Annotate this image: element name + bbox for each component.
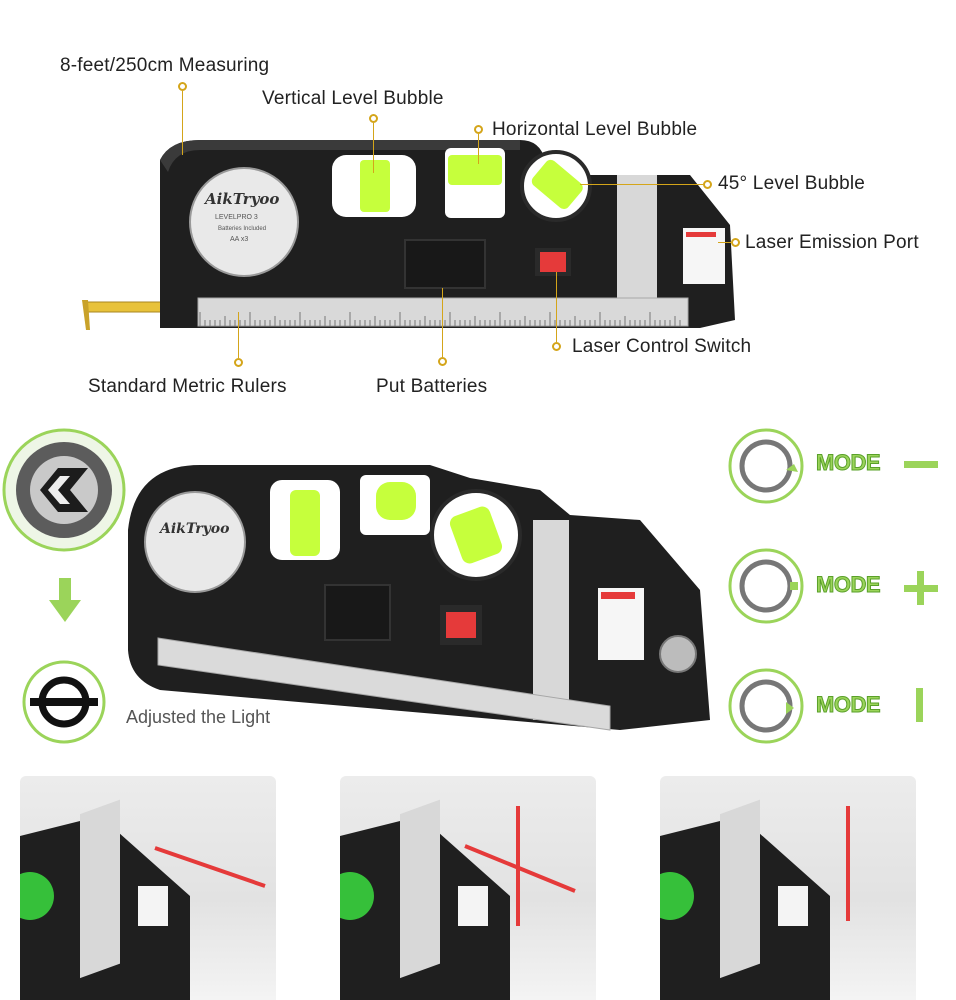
pin-horizontal-bubble	[474, 125, 483, 134]
adjust-ring-icon	[22, 660, 106, 744]
photo-cross-laser	[340, 776, 596, 1000]
pin-laser-switch	[552, 342, 561, 351]
mode-item-vertical: MODE	[728, 668, 956, 748]
device-label-1: LEVELPRO 3	[215, 214, 258, 221]
mode-item-minus: MODE	[728, 428, 956, 508]
mode-ring-icon	[728, 668, 804, 744]
mode-ring-icon	[728, 548, 804, 624]
mode-label: MODE	[816, 572, 882, 598]
knob-zoom-icon	[2, 428, 126, 552]
mode-label: MODE	[816, 692, 882, 718]
mode-ring-icon	[728, 428, 804, 504]
mode-vertical-icon	[916, 688, 923, 722]
callout-horizontal-bubble: Horizontal Level Bubble	[492, 119, 698, 140]
pin-45-bubble	[703, 180, 712, 189]
laser-level-device-middle	[128, 465, 710, 731]
pin-batteries	[438, 357, 447, 366]
middle-diagram: Adjusted the Light AikTryoo MODE	[0, 420, 956, 760]
device-brand: AikTryoo	[205, 190, 280, 208]
photo-horizontal-laser	[20, 776, 276, 1000]
mode-item-plus: MODE	[728, 548, 956, 628]
pin-measuring	[178, 82, 187, 91]
mode-plus-icon-v	[917, 571, 924, 605]
device-label-2: Batteries Included	[218, 226, 267, 232]
callout-vertical-bubble: Vertical Level Bubble	[262, 88, 444, 109]
callout-45-bubble: 45° Level Bubble	[718, 173, 866, 194]
device-brand-middle: AikTryoo	[160, 521, 230, 537]
callout-measuring: 8-feet/250cm Measuring	[60, 55, 270, 76]
mode-label: MODE	[816, 450, 882, 476]
callout-laser-port: Laser Emission Port	[745, 232, 919, 253]
pin-metric-rulers	[234, 358, 243, 367]
pin-vertical-bubble	[369, 114, 378, 123]
callout-batteries: Put Batteries	[376, 376, 488, 397]
top-diagram: AikTryoo LEVELPRO 3 Batteries Included A…	[0, 0, 956, 410]
adjusted-light-text: Adjusted the Light	[126, 707, 271, 727]
mode-minus-icon	[904, 461, 938, 468]
device-label-3: AA x3	[230, 236, 249, 243]
photo-vertical-laser	[660, 776, 916, 1000]
laser-level-device-top	[82, 140, 735, 330]
pin-laser-port	[731, 238, 740, 247]
callout-metric-rulers: Standard Metric Rulers	[88, 376, 287, 397]
down-arrow-icon	[49, 578, 81, 622]
callout-laser-switch: Laser Control Switch	[572, 336, 752, 357]
